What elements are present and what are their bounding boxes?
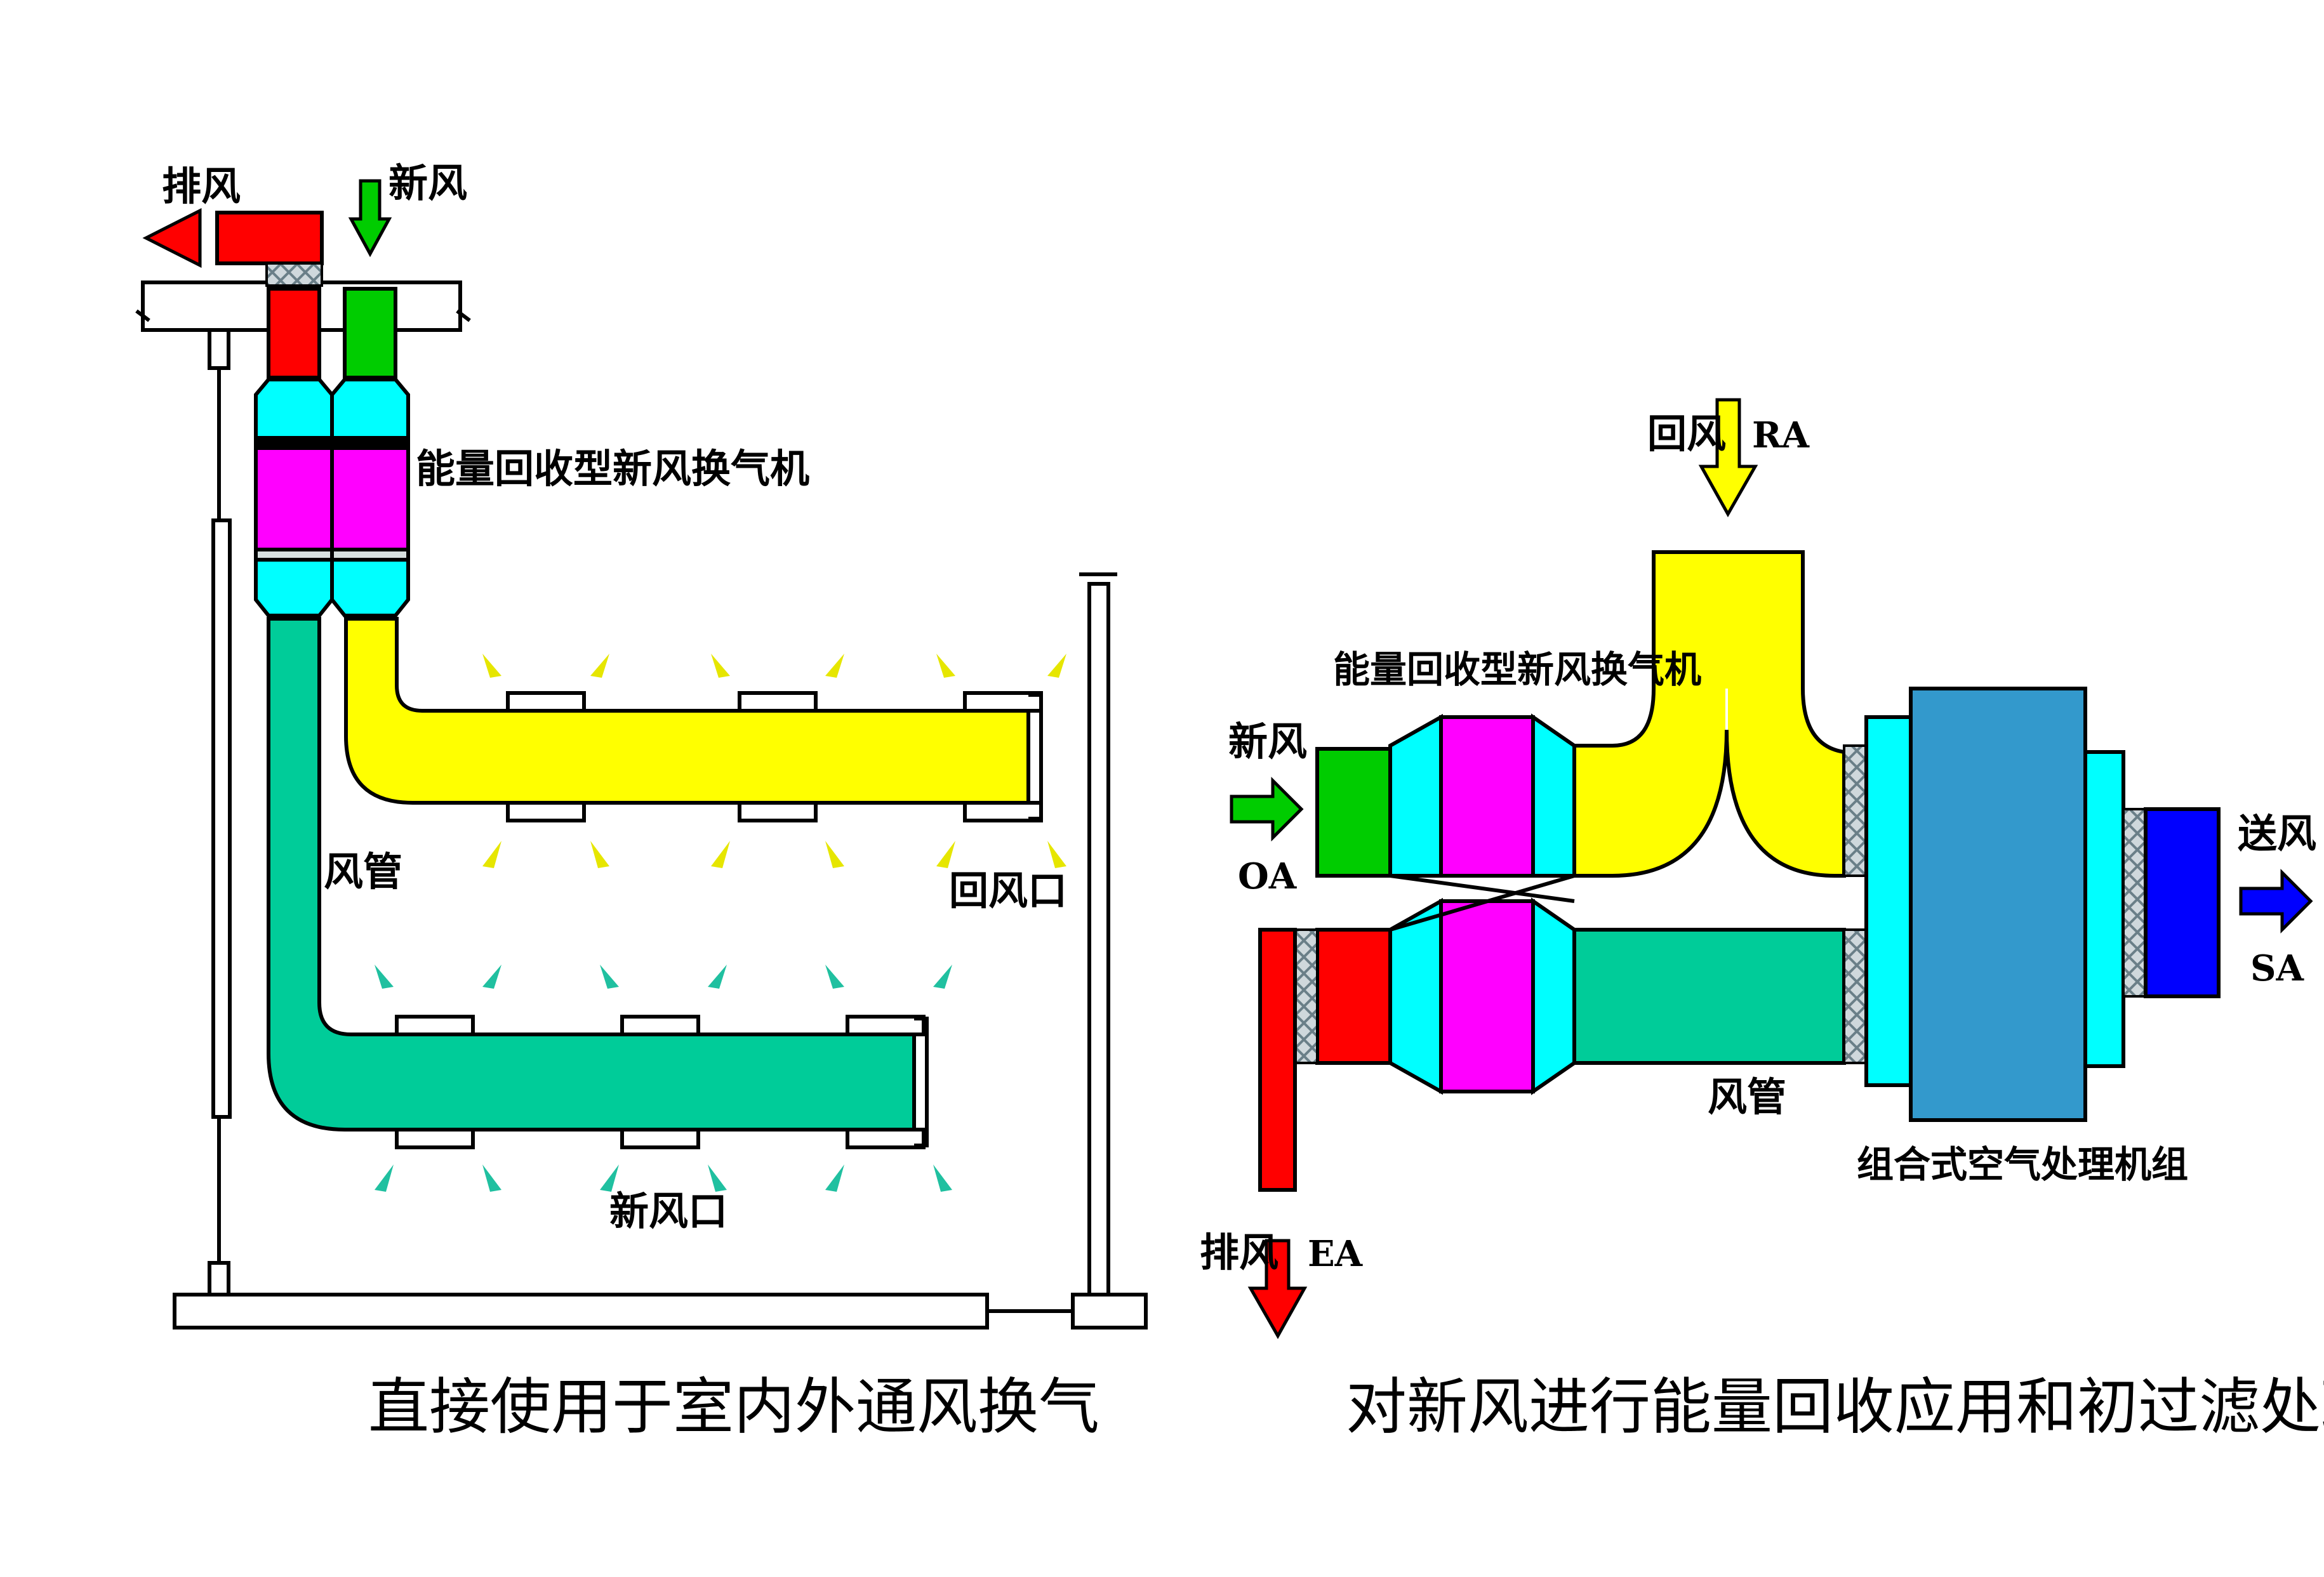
supply-airflow-arrows [375, 965, 952, 1192]
exhaust-riser [267, 287, 321, 379]
right-supply-duct [1572, 928, 1846, 1065]
fresh-riser [343, 287, 397, 379]
exhaust-outlet-duct [215, 211, 324, 265]
right-return-code: RA [1752, 414, 1810, 456]
right-exhaust-arrow-icon [1247, 1239, 1308, 1340]
left-fresh-label: 新风 [388, 160, 467, 206]
left-fresh-arrow-icon [348, 179, 392, 258]
left-fresh-outlet-label: 新风口 [609, 1188, 727, 1234]
right-return-duct [1572, 550, 1846, 878]
right-exhaust-box [1315, 928, 1392, 1065]
left-recovery-unit [254, 378, 410, 617]
left-return-duct [344, 617, 1043, 822]
left-return-outlet-label: 回风口 [949, 868, 1067, 914]
left-exhaust-label: 排风 [162, 163, 241, 209]
left-unit-label: 能量回收型新风换气机 [416, 445, 809, 492]
right-return-label: 回风 [1647, 411, 1726, 457]
right-unit-label: 能量回收型新风换气机 [1333, 648, 1701, 691]
supply-outlet-box [2144, 807, 2221, 998]
ahu-unit [1864, 687, 2125, 1122]
right-wall [1079, 572, 1117, 1297]
right-supply-label: 送风 [2238, 810, 2316, 857]
right-diagram: 回风 RA 能量回收型新风换气机 新风 OA 排风 EA 风管 组合式空气处理机… [1200, 398, 2324, 1442]
right-duct-label: 风管 [1708, 1074, 1786, 1120]
right-supply-arrow-icon [2239, 868, 2313, 934]
left-supply-duct [267, 617, 929, 1149]
left-exhaust-arrow-icon [142, 208, 202, 268]
right-exhaust-filter [1294, 928, 1318, 1064]
return-filter [1843, 744, 1868, 877]
right-exhaust-label: 排风 [1200, 1229, 1278, 1276]
left-caption: 直接使用于室内外通风换气 [368, 1371, 1099, 1442]
supply-filter [1843, 928, 1868, 1064]
right-exhaust-stack [1258, 928, 1297, 1192]
right-recovery-unit [1388, 713, 1576, 1095]
floor-slab [173, 1261, 1148, 1330]
left-wall [211, 368, 232, 1269]
right-fresh-arrow-icon [1230, 776, 1304, 842]
right-caption: 对新风进行能量回收应用和初过滤处理 [1346, 1371, 2324, 1442]
right-return-arrow-icon [1698, 398, 1758, 518]
right-fresh-code: OA [1238, 855, 1298, 897]
right-fresh-inlet [1315, 747, 1392, 878]
exhaust-duct-link [265, 262, 323, 287]
supply-outlet-filter [2122, 808, 2147, 998]
right-fresh-label: 新风 [1228, 718, 1307, 765]
return-airflow-arrows [482, 654, 1066, 868]
right-ahu-label: 组合式空气处理机组 [1857, 1143, 2188, 1186]
right-exhaust-code: EA [1308, 1233, 1364, 1275]
right-supply-code: SA [2250, 947, 2304, 989]
left-diagram: 排风 新风 能量回收型新风换气机 风管 回风口 新风口 直接使用于室内外通风换气 [135, 160, 1148, 1442]
left-duct-label: 风管 [324, 848, 402, 895]
